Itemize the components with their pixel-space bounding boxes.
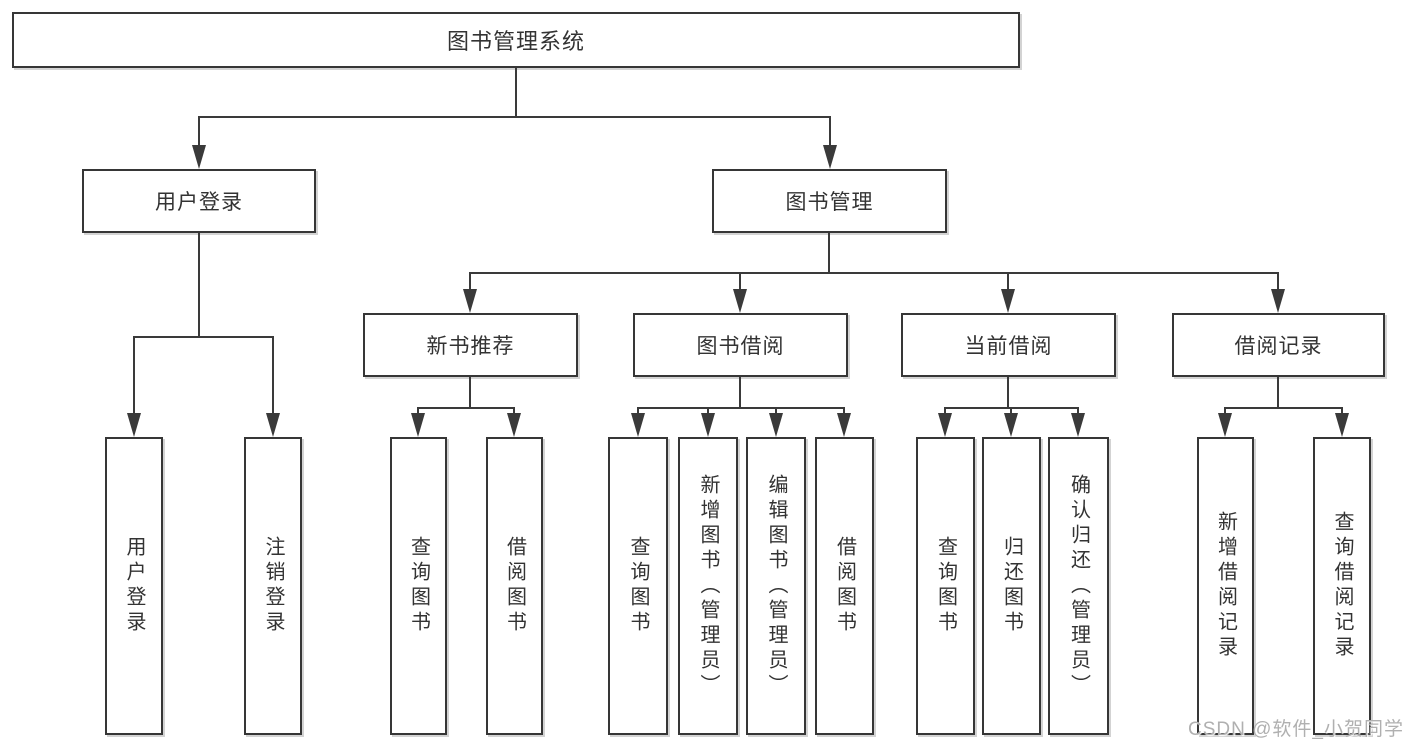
node-book-management-label: 图书管理: [785, 191, 874, 214]
connector-line: [739, 377, 741, 408]
connector-line: [469, 377, 471, 408]
node-borrow-records: 借阅记录: [1172, 313, 1385, 377]
connector-line: [1277, 377, 1279, 408]
arrow-down-icon: [411, 413, 425, 437]
arrow-down-icon: [192, 145, 206, 169]
node-new-book-recommend-label: 新书推荐: [426, 335, 515, 358]
connector-line: [513, 407, 515, 415]
leaf-return-books: 归还图书: [982, 437, 1041, 735]
node-book-borrow-label: 图书借阅: [696, 335, 785, 358]
arrow-down-icon: [631, 413, 645, 437]
arrow-down-icon: [1335, 413, 1349, 437]
leaf-label: 新增借阅记录: [1214, 511, 1237, 661]
leaf-label: 归还图书: [1000, 536, 1023, 636]
node-book-borrow: 图书借阅: [633, 313, 848, 377]
arrow-down-icon: [1218, 413, 1232, 437]
leaf-user-login: 用户登录: [105, 437, 163, 735]
connector-line: [133, 336, 135, 415]
arrow-down-icon: [1271, 289, 1285, 313]
arrow-down-icon: [837, 413, 851, 437]
arrow-down-icon: [938, 413, 952, 437]
leaf-label: 借阅图书: [503, 536, 526, 636]
leaf-borrow-books: 借阅图书: [815, 437, 874, 735]
leaf-add-books-admin: 新增图书（管理员）: [678, 437, 738, 735]
connector-line: [272, 336, 274, 415]
connector-line: [1007, 377, 1009, 408]
connector-line: [469, 272, 471, 292]
connector-line: [843, 407, 845, 415]
leaf-label: 查询图书: [407, 536, 430, 636]
leaf-label: 新增图书（管理员）: [697, 473, 719, 699]
node-current-borrow: 当前借阅: [901, 313, 1116, 377]
connector-line: [1007, 272, 1009, 292]
connector-line: [1277, 272, 1279, 292]
connector-line: [515, 68, 517, 117]
connector-line: [1224, 407, 1343, 409]
leaf-label: 注销登录: [262, 536, 284, 636]
leaf-query-books-borrow: 查询图书: [608, 437, 668, 735]
connector-line: [775, 407, 777, 415]
connector-line: [1010, 407, 1012, 415]
arrow-down-icon: [769, 413, 783, 437]
leaf-add-borrow-record: 新增借阅记录: [1197, 437, 1254, 735]
connector-line: [637, 407, 639, 415]
node-book-management: 图书管理: [712, 169, 947, 233]
arrow-down-icon: [463, 289, 477, 313]
connector-line: [198, 116, 831, 118]
arrow-down-icon: [266, 413, 280, 437]
node-new-book-recommend: 新书推荐: [363, 313, 578, 377]
connector-line: [469, 272, 1279, 274]
connector-line: [417, 407, 419, 415]
connector-line: [417, 407, 515, 409]
connector-line: [133, 336, 274, 338]
connector-line: [828, 233, 830, 273]
connector-line: [637, 407, 845, 409]
leaf-logout: 注销登录: [244, 437, 302, 735]
arrow-down-icon: [1071, 413, 1085, 437]
node-borrow-records-label: 借阅记录: [1234, 335, 1323, 358]
leaf-confirm-return-admin: 确认归还（管理员）: [1048, 437, 1109, 735]
node-current-borrow-label: 当前借阅: [964, 335, 1053, 358]
connector-line: [739, 272, 741, 292]
leaf-borrow-books-recommend: 借阅图书: [486, 437, 543, 735]
connector-line: [1341, 407, 1343, 415]
leaf-label: 编辑图书（管理员）: [765, 473, 787, 699]
watermark: CSDN @软件_小贺同学: [1188, 719, 1404, 740]
connector-line: [198, 233, 200, 337]
leaf-query-borrow-record: 查询借阅记录: [1313, 437, 1371, 735]
leaf-label: 查询图书: [627, 536, 649, 636]
leaf-label: 用户登录: [123, 536, 145, 636]
connector-line: [1224, 407, 1226, 415]
arrow-down-icon: [1004, 413, 1018, 437]
leaf-edit-books-admin: 编辑图书（管理员）: [746, 437, 806, 735]
leaf-query-books-current: 查询图书: [916, 437, 975, 735]
arrow-down-icon: [1001, 289, 1015, 313]
arrow-down-icon: [823, 145, 837, 169]
leaf-label: 查询借阅记录: [1331, 511, 1353, 661]
node-root-label: 图书管理系统: [446, 29, 585, 54]
leaf-label: 确认归还（管理员）: [1067, 473, 1090, 699]
arrow-down-icon: [507, 413, 521, 437]
connector-line: [707, 407, 709, 415]
arrow-down-icon: [701, 413, 715, 437]
connector-line: [198, 116, 200, 147]
arrow-down-icon: [127, 413, 141, 437]
leaf-query-books-recommend: 查询图书: [390, 437, 447, 735]
connector-line: [829, 116, 831, 147]
node-user-login-label: 用户登录: [155, 191, 243, 214]
connector-line: [944, 407, 946, 415]
node-user-login: 用户登录: [82, 169, 316, 233]
connector-line: [1077, 407, 1079, 415]
arrow-down-icon: [733, 289, 747, 313]
leaf-label: 借阅图书: [833, 536, 856, 636]
node-root: 图书管理系统: [12, 12, 1020, 68]
leaf-label: 查询图书: [934, 536, 957, 636]
